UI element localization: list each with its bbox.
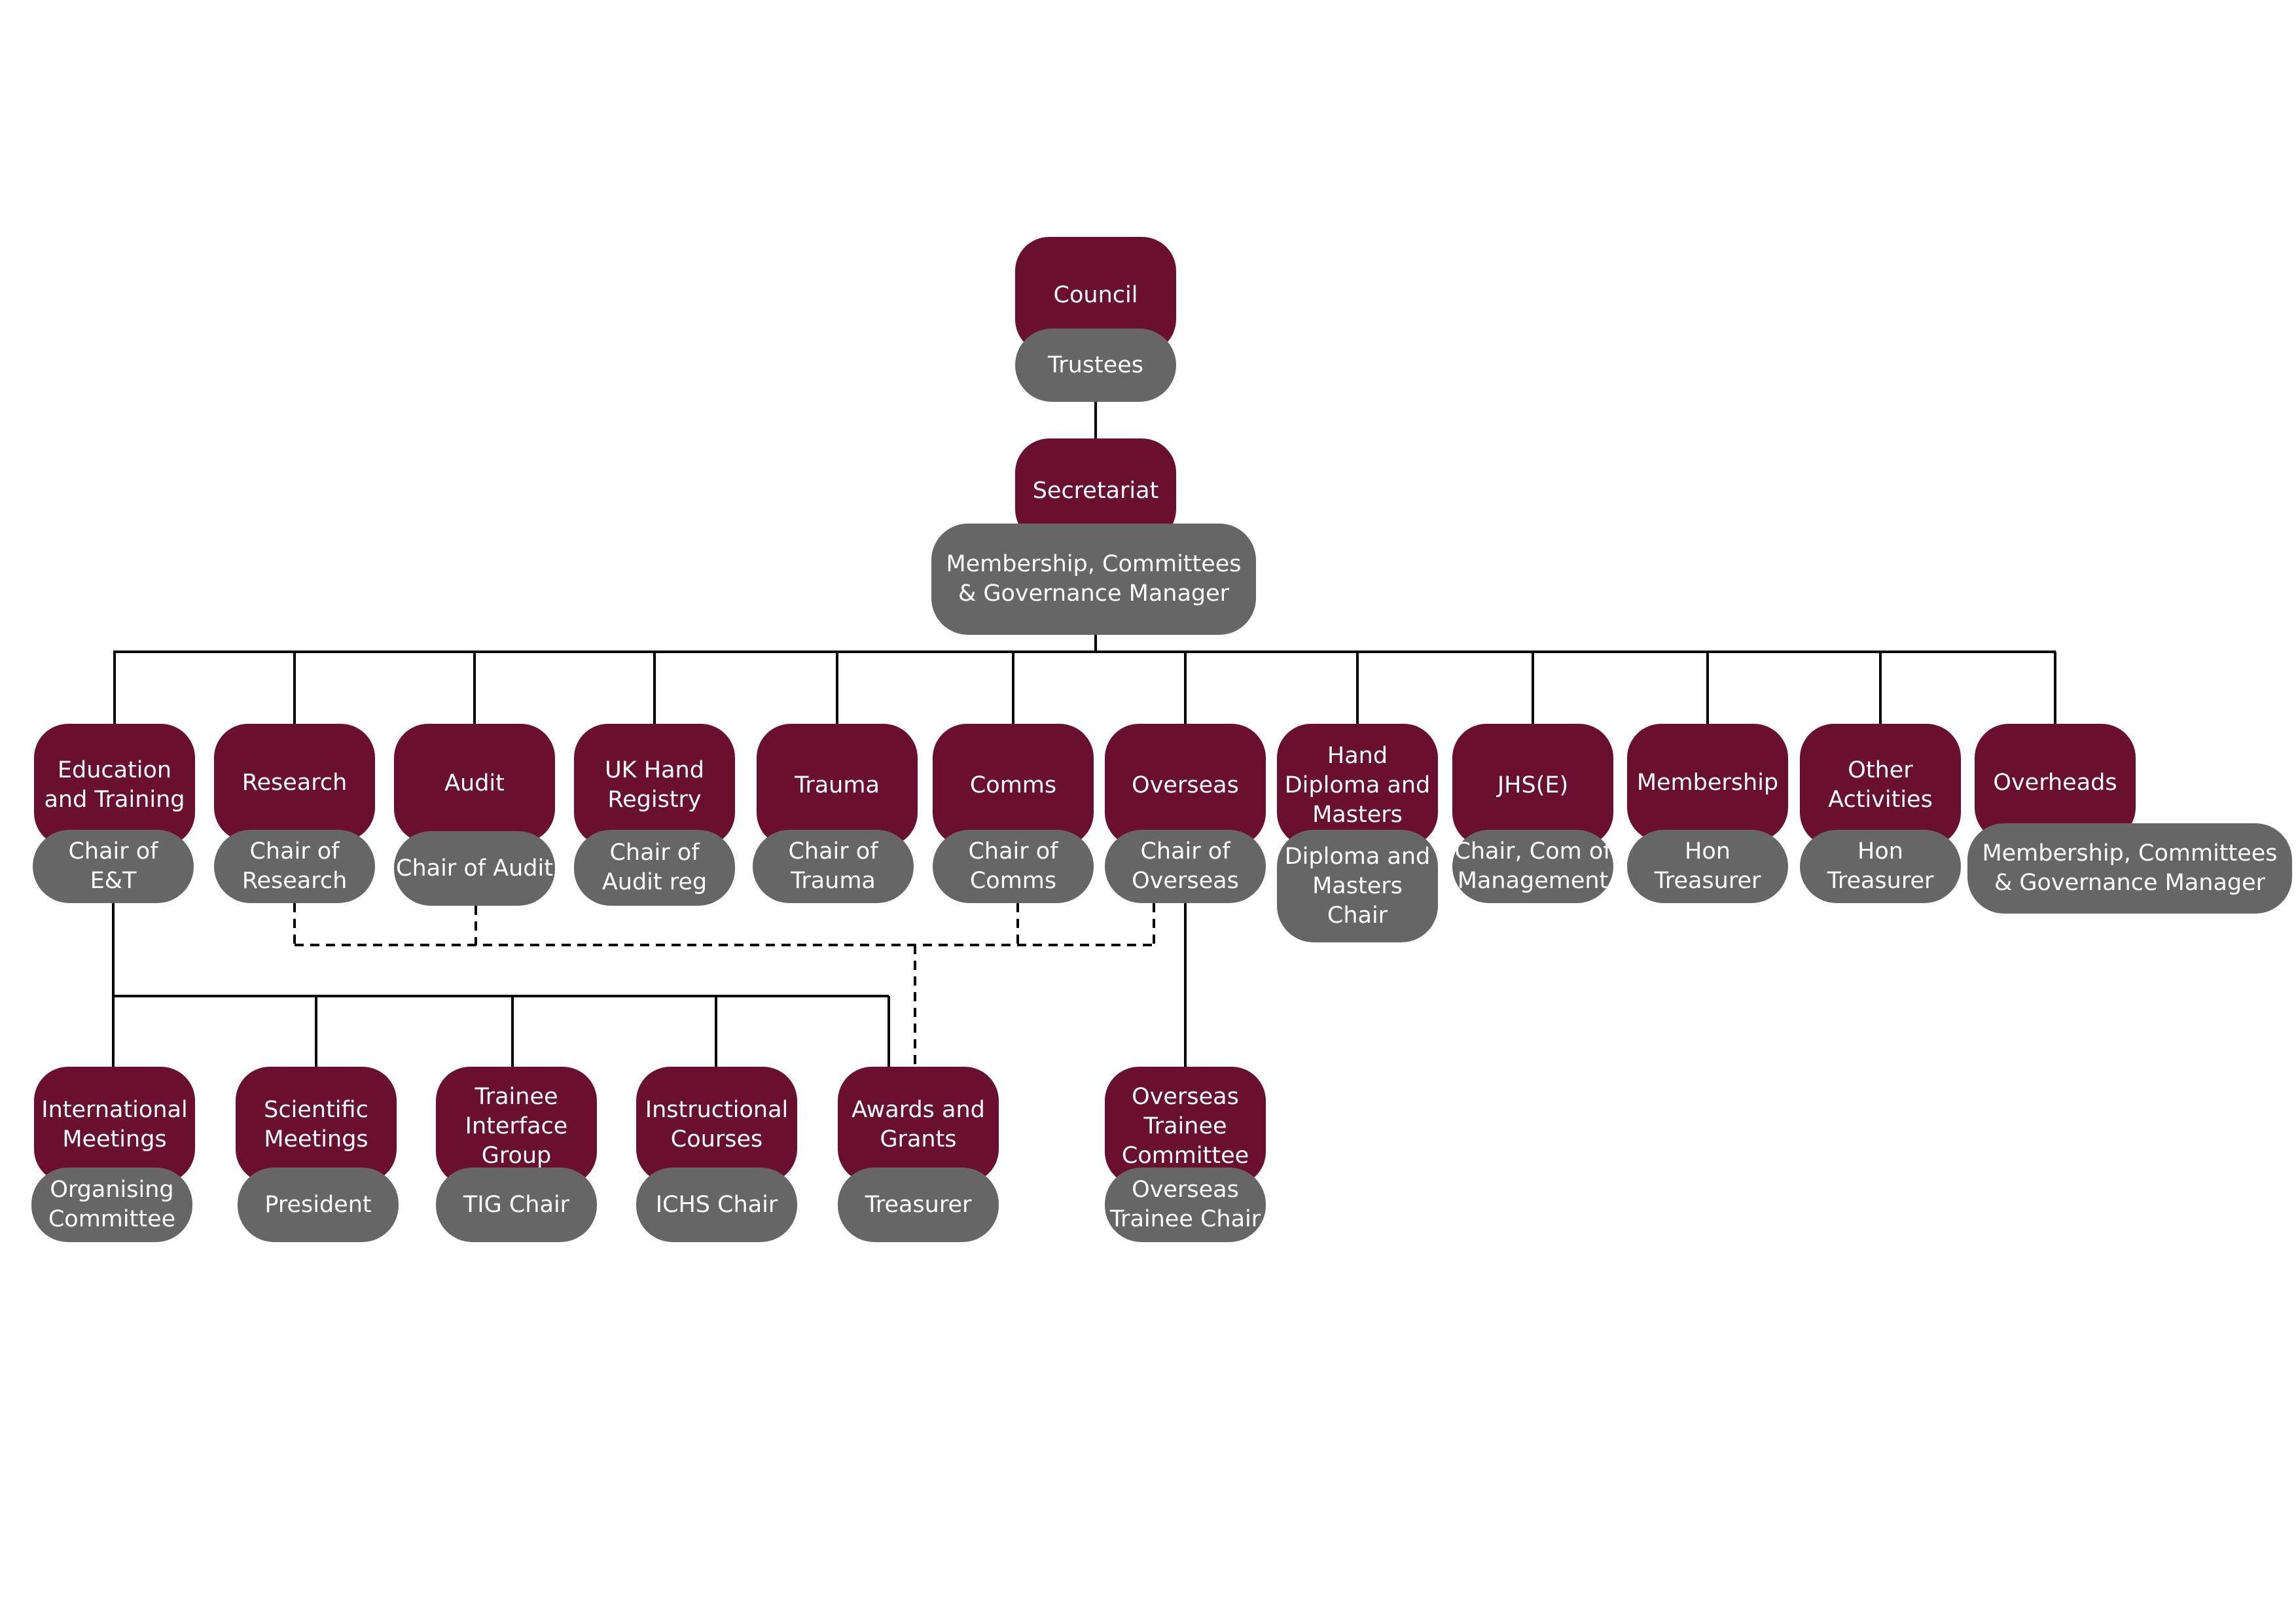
dept-hand-diploma-box: Hand Diploma and Masters: [1277, 724, 1438, 847]
dept-overheads-holder: Membership, Committees & Governance Mana…: [1967, 823, 2292, 914]
trustees-box: Trustees: [1015, 329, 1176, 402]
dept-audit-holder: Chair of Audit: [394, 831, 555, 906]
dept-education-box: Education and Training: [34, 724, 195, 847]
dept-jhse-box: JHS(E): [1452, 724, 1613, 847]
dept-education-holder: Chair of E&T: [33, 830, 194, 903]
dept-trauma-box: Trauma: [757, 724, 918, 847]
dept-hand-diploma-holder: Diploma and Masters Chair: [1277, 830, 1438, 942]
secretariat-holder-box: Membership, Committees & Governance Mana…: [931, 524, 1256, 635]
dept-comms-holder: Chair of Comms: [933, 830, 1094, 903]
dept-research-holder: Chair of Research: [214, 830, 375, 903]
sub-overseas-trainee-holder: Overseas Trainee Chair: [1105, 1168, 1266, 1242]
sub-scientific-meetings-box: Scientific Meetings: [236, 1067, 397, 1183]
dept-overseas-box: Overseas: [1105, 724, 1266, 847]
sub-awards-grants-box: Awards and Grants: [838, 1067, 999, 1183]
dept-overheads-box: Overheads: [1975, 724, 2136, 842]
dept-uk-hand-registry-box: UK Hand Registry: [574, 724, 735, 847]
dept-research-box: Research: [214, 724, 375, 842]
dept-jhse-holder: Chair, Com of Management: [1452, 830, 1613, 903]
dept-audit-box: Audit: [394, 724, 555, 843]
sub-scientific-meetings-holder: President: [238, 1168, 399, 1242]
dept-other-activities-box: Other Activities: [1800, 724, 1961, 847]
dept-trauma-holder: Chair of Trauma: [753, 830, 914, 903]
dept-membership-holder: Hon Treasurer: [1627, 830, 1788, 903]
sub-overseas-trainee-box: Overseas Trainee Committee: [1105, 1067, 1266, 1186]
sub-instructional-courses-box: Instructional Courses: [636, 1067, 797, 1183]
sub-international-meetings-box: International Meetings: [34, 1067, 195, 1183]
dept-uk-hand-registry-holder: Chair of Audit reg: [574, 830, 735, 906]
dept-other-activities-holder: Hon Treasurer: [1800, 830, 1961, 903]
dept-comms-box: Comms: [933, 724, 1094, 847]
dept-overseas-holder: Chair of Overseas: [1105, 830, 1266, 903]
sub-awards-grants-holder: Treasurer: [838, 1168, 999, 1242]
sub-instructional-courses-holder: ICHS Chair: [636, 1168, 797, 1242]
dept-membership-box: Membership: [1627, 724, 1788, 842]
sub-trainee-interface-box: Trainee Interface Group: [436, 1067, 597, 1186]
sub-trainee-interface-holder: TIG Chair: [436, 1168, 597, 1242]
sub-international-meetings-holder: Organising Committee: [31, 1168, 192, 1242]
